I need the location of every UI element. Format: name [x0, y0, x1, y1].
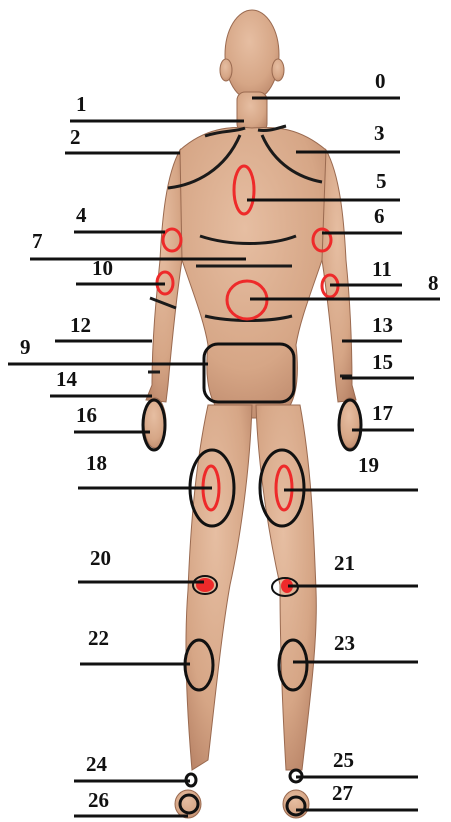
label-10: 10 [92, 256, 113, 280]
label-25: 25 [333, 748, 354, 772]
label-0: 0 [375, 69, 386, 93]
right-ear [272, 59, 284, 81]
label-15: 15 [372, 350, 393, 374]
label-1: 1 [76, 92, 87, 116]
label-23: 23 [334, 631, 355, 655]
left-ear [220, 59, 232, 81]
label-26: 26 [88, 788, 109, 812]
label-4: 4 [76, 203, 87, 227]
label-11: 11 [372, 257, 392, 281]
label-9: 9 [20, 335, 31, 359]
label-18: 18 [86, 451, 107, 475]
label-7: 7 [32, 229, 43, 253]
label-22: 22 [88, 626, 109, 650]
torso [173, 127, 331, 418]
label-12: 12 [70, 313, 91, 337]
label-17: 17 [372, 401, 393, 425]
label-24: 24 [86, 752, 108, 776]
label-20: 20 [90, 546, 111, 570]
label-16: 16 [76, 403, 97, 427]
label-5: 5 [376, 169, 387, 193]
label-8: 8 [428, 271, 439, 295]
head [225, 10, 279, 100]
label-19: 19 [358, 453, 379, 477]
label-13: 13 [372, 313, 393, 337]
label-3: 3 [374, 121, 385, 145]
label-2: 2 [70, 125, 81, 149]
label-21: 21 [334, 551, 355, 575]
label-6: 6 [374, 204, 385, 228]
label-27: 27 [332, 781, 353, 805]
human-figure-back-view [144, 10, 361, 818]
label-14: 14 [56, 367, 78, 391]
